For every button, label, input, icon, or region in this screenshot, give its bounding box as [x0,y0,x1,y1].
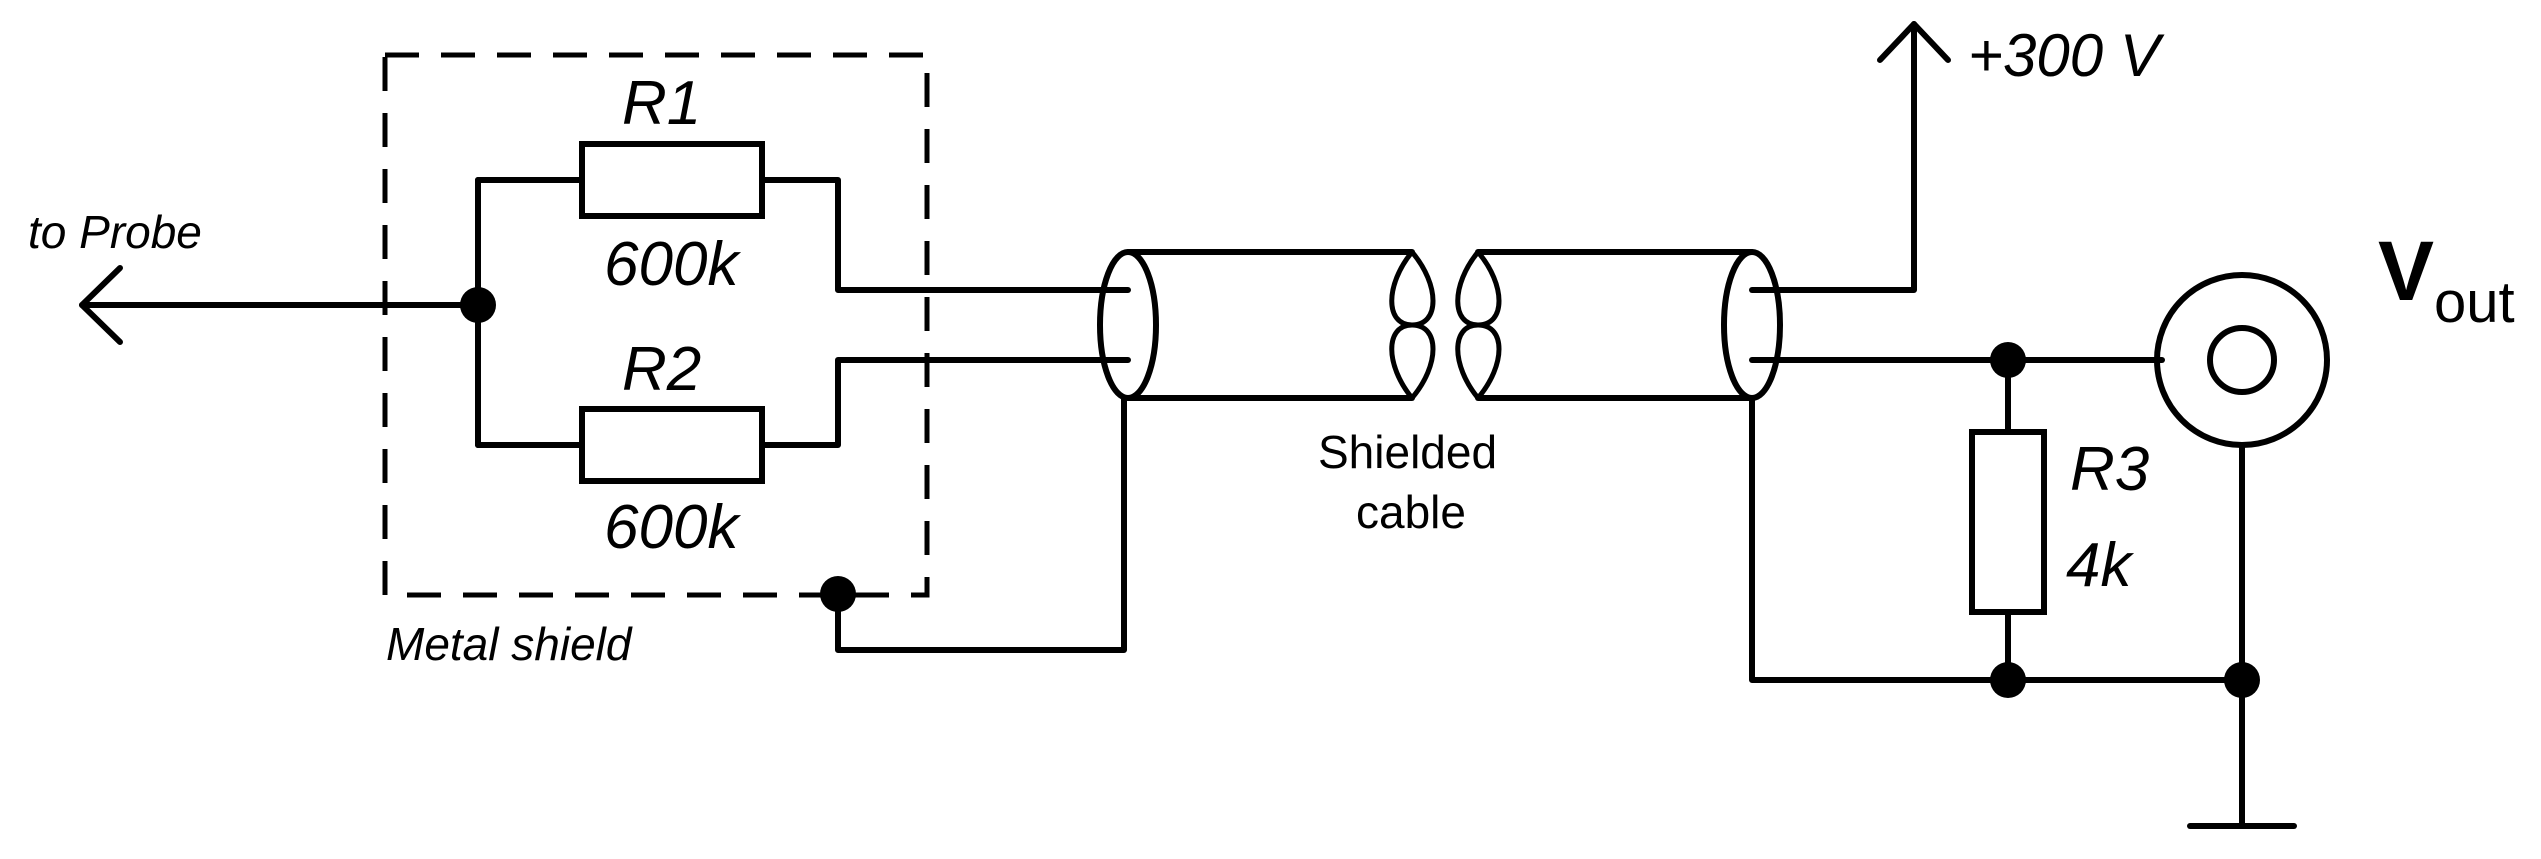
ground-return-wire [1749,395,2245,683]
r2-name-label: R2 [622,335,701,404]
probe-arrow-icon [79,265,481,345]
metal-shield-label: Metal shield [386,618,633,670]
resistor-r2 [475,357,1131,484]
metal-shield-box [382,52,930,598]
vout-subscript: out [2434,270,2515,335]
vout-main: V [2378,224,2434,318]
resistor-r1 [475,141,1131,293]
to-probe-label: to Probe [28,206,202,258]
shield-drain-wire [835,395,1127,653]
r2-value-label: 600k [604,493,741,562]
supply-arrow-icon [1777,21,1951,293]
resistor-r3 [1969,357,2047,683]
cable-label-line1: Shielded [1318,426,1497,478]
shield-ground-dot [820,576,856,612]
cable-label-line2: cable [1356,486,1466,538]
shielded-cable [1097,249,1783,401]
r1-value-label: 600k [604,230,741,299]
r1-name-label: R1 [622,69,701,138]
supply-voltage-label: +300 V [1968,22,2165,89]
r3-value-label: 4k [2066,531,2134,600]
r3-name-label: R3 [2070,435,2149,504]
vout-label: Vout [2378,224,2515,335]
coaxial-connector-icon [2154,272,2330,828]
